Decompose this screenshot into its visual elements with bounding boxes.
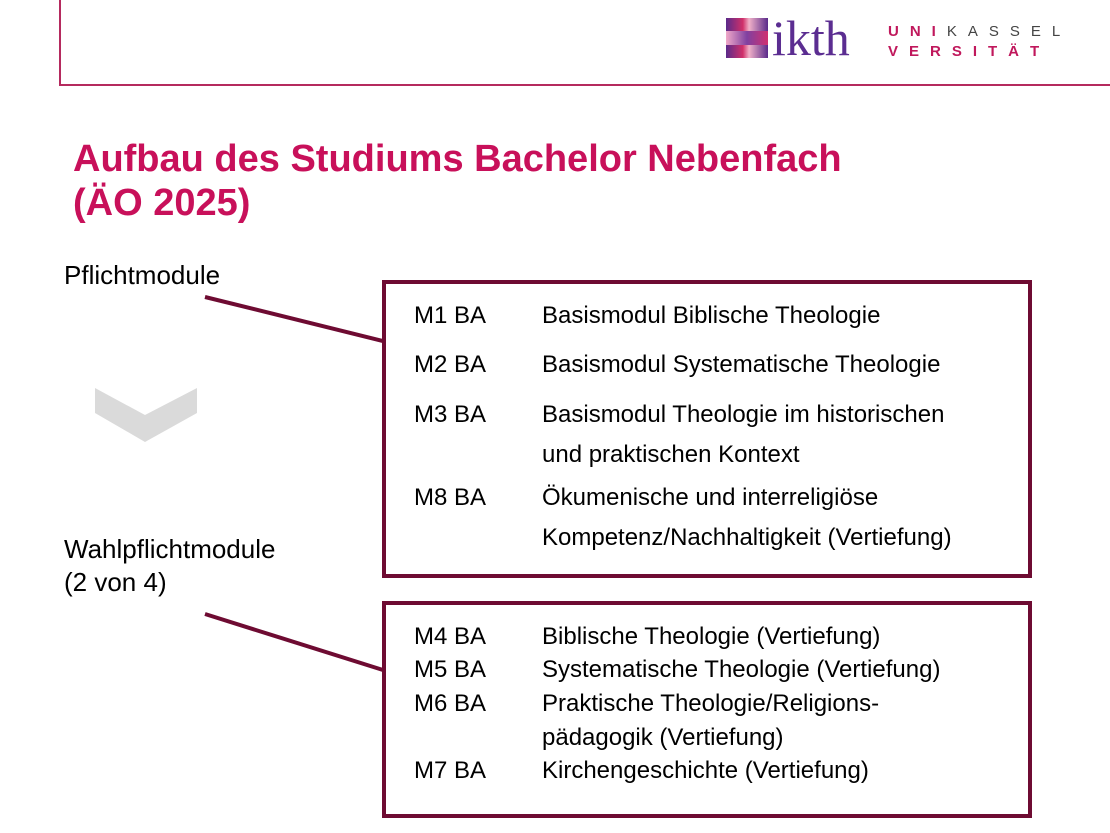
module-code: M2 BA	[414, 351, 487, 378]
module-code: M3 BA	[414, 401, 487, 428]
module-title: Ökumenische und interreligiöse	[542, 484, 879, 511]
ikth-logo-text: ikth	[772, 10, 850, 66]
uni-kassel-logo: UNIKASSEL VERSITÄT	[888, 23, 1072, 60]
module-title: Basismodul Systematische Theologie	[542, 351, 941, 378]
module-code: M7 BA	[414, 757, 487, 784]
wahlpflicht-label-line-1: Wahlpflichtmodule	[64, 534, 276, 564]
header-rule-horizontal	[59, 84, 1110, 86]
module-code: M8 BA	[414, 484, 487, 511]
module-title-cont: und praktischen Kontext	[542, 441, 800, 468]
pflicht-connector-line	[204, 295, 384, 343]
module-code: M5 BA	[414, 656, 487, 683]
wahlpflicht-connector-line	[204, 612, 384, 672]
pflichtmodule-label: Pflichtmodule	[64, 260, 221, 290]
module-title-cont: Kompetenz/Nachhaltigkeit (Vertiefung)	[542, 524, 952, 551]
slide-title: Aufbau des Studiums Bachelor Nebenfach (…	[73, 137, 842, 225]
title-line-2: (ÄO 2025)	[73, 182, 251, 224]
module-code: M1 BA	[414, 302, 487, 329]
module-title: Kirchengeschichte (Vertiefung)	[542, 757, 869, 784]
header-rule-vertical	[59, 0, 61, 86]
module-title: Praktische Theologie/Religions-	[542, 690, 880, 717]
module-title-cont: pädagogik (Vertiefung)	[542, 724, 784, 751]
wahlpflichtmodule-label: Wahlpflichtmodule (2 von 4)	[64, 533, 275, 599]
ikth-logo-mark-icon	[726, 18, 768, 58]
pflichtmodule-box	[382, 280, 1032, 578]
module-title: Systematische Theologie (Vertiefung)	[542, 656, 941, 683]
title-line-1: Aufbau des Studiums Bachelor Nebenfach	[73, 138, 842, 180]
module-code: M4 BA	[414, 623, 487, 650]
wahlpflichtmodule-box	[382, 601, 1032, 818]
module-title: Basismodul Theologie im historischen	[542, 401, 945, 428]
ikth-logo: ikth	[726, 10, 850, 66]
module-title: Biblische Theologie (Vertiefung)	[542, 623, 881, 650]
wahlpflicht-label-line-2: (2 von 4)	[64, 567, 167, 597]
module-title: Basismodul Biblische Theologie	[542, 302, 881, 329]
chevron-down-icon	[95, 388, 197, 442]
module-code: M6 BA	[414, 690, 487, 717]
